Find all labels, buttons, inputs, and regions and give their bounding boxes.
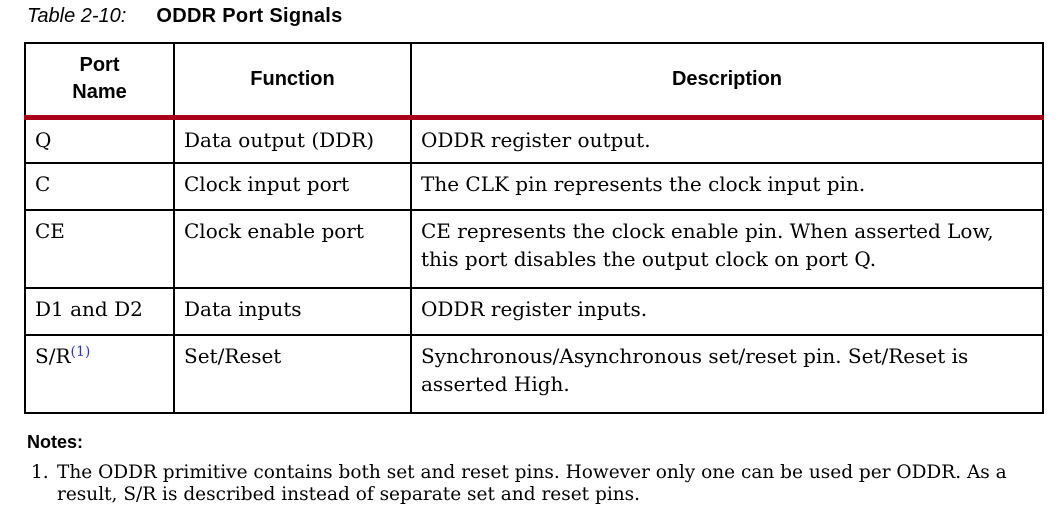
function-cell: Clock enable port	[173, 208, 412, 289]
port-name-cell: C	[24, 161, 175, 211]
table-caption-number: Table 2-10:	[27, 5, 127, 27]
notes-heading: Notes:	[27, 432, 84, 452]
description-cell: ODDR register output.	[410, 116, 1044, 164]
function-cell: Set/Reset	[173, 333, 412, 414]
note-text: The ODDR primitive contains both set and…	[57, 462, 1007, 505]
port-name-cell: S/R(1)	[24, 333, 175, 414]
function-cell: Data output (DDR)	[173, 116, 412, 164]
note-item: 1. The ODDR primitive contains both set …	[31, 462, 1041, 506]
function-cell: Data inputs	[173, 286, 412, 336]
table-row: CE Clock enable port CE represents the c…	[24, 208, 1044, 289]
note-number: 1.	[31, 462, 49, 483]
table-caption-title: ODDR Port Signals	[156, 5, 343, 27]
column-header-description: Description	[410, 42, 1044, 120]
port-name-cell: D1 and D2	[24, 286, 175, 336]
table-caption: Table 2-10: ODDR Port Signals	[27, 5, 343, 28]
description-cell: ODDR register inputs.	[410, 286, 1044, 336]
function-cell: Clock input port	[173, 161, 412, 211]
footnote-ref-link[interactable]: (1)	[70, 343, 91, 360]
column-header-port-name: Port Name	[24, 42, 175, 120]
table-row: C Clock input port The CLK pin represent…	[24, 161, 1044, 211]
port-name-cell: Q	[24, 116, 175, 164]
oddr-port-signals-table: Port Name Function Description Q Data ou…	[24, 42, 1044, 414]
description-cell: The CLK pin represents the clock input p…	[410, 161, 1044, 211]
table-row: D1 and D2 Data inputs ODDR register inpu…	[24, 286, 1044, 336]
description-cell: Synchronous/Asynchronous set/reset pin. …	[410, 333, 1044, 414]
description-cell: CE represents the clock enable pin. When…	[410, 208, 1044, 289]
port-name-text: S/R	[35, 343, 71, 368]
port-name-cell: CE	[24, 208, 175, 289]
table-row: S/R(1) Set/Reset Synchronous/Asynchronou…	[24, 333, 1044, 414]
table-row: Q Data output (DDR) ODDR register output…	[24, 116, 1044, 164]
header-row: Port Name Function Description	[24, 42, 1044, 120]
column-header-function: Function	[173, 42, 412, 120]
